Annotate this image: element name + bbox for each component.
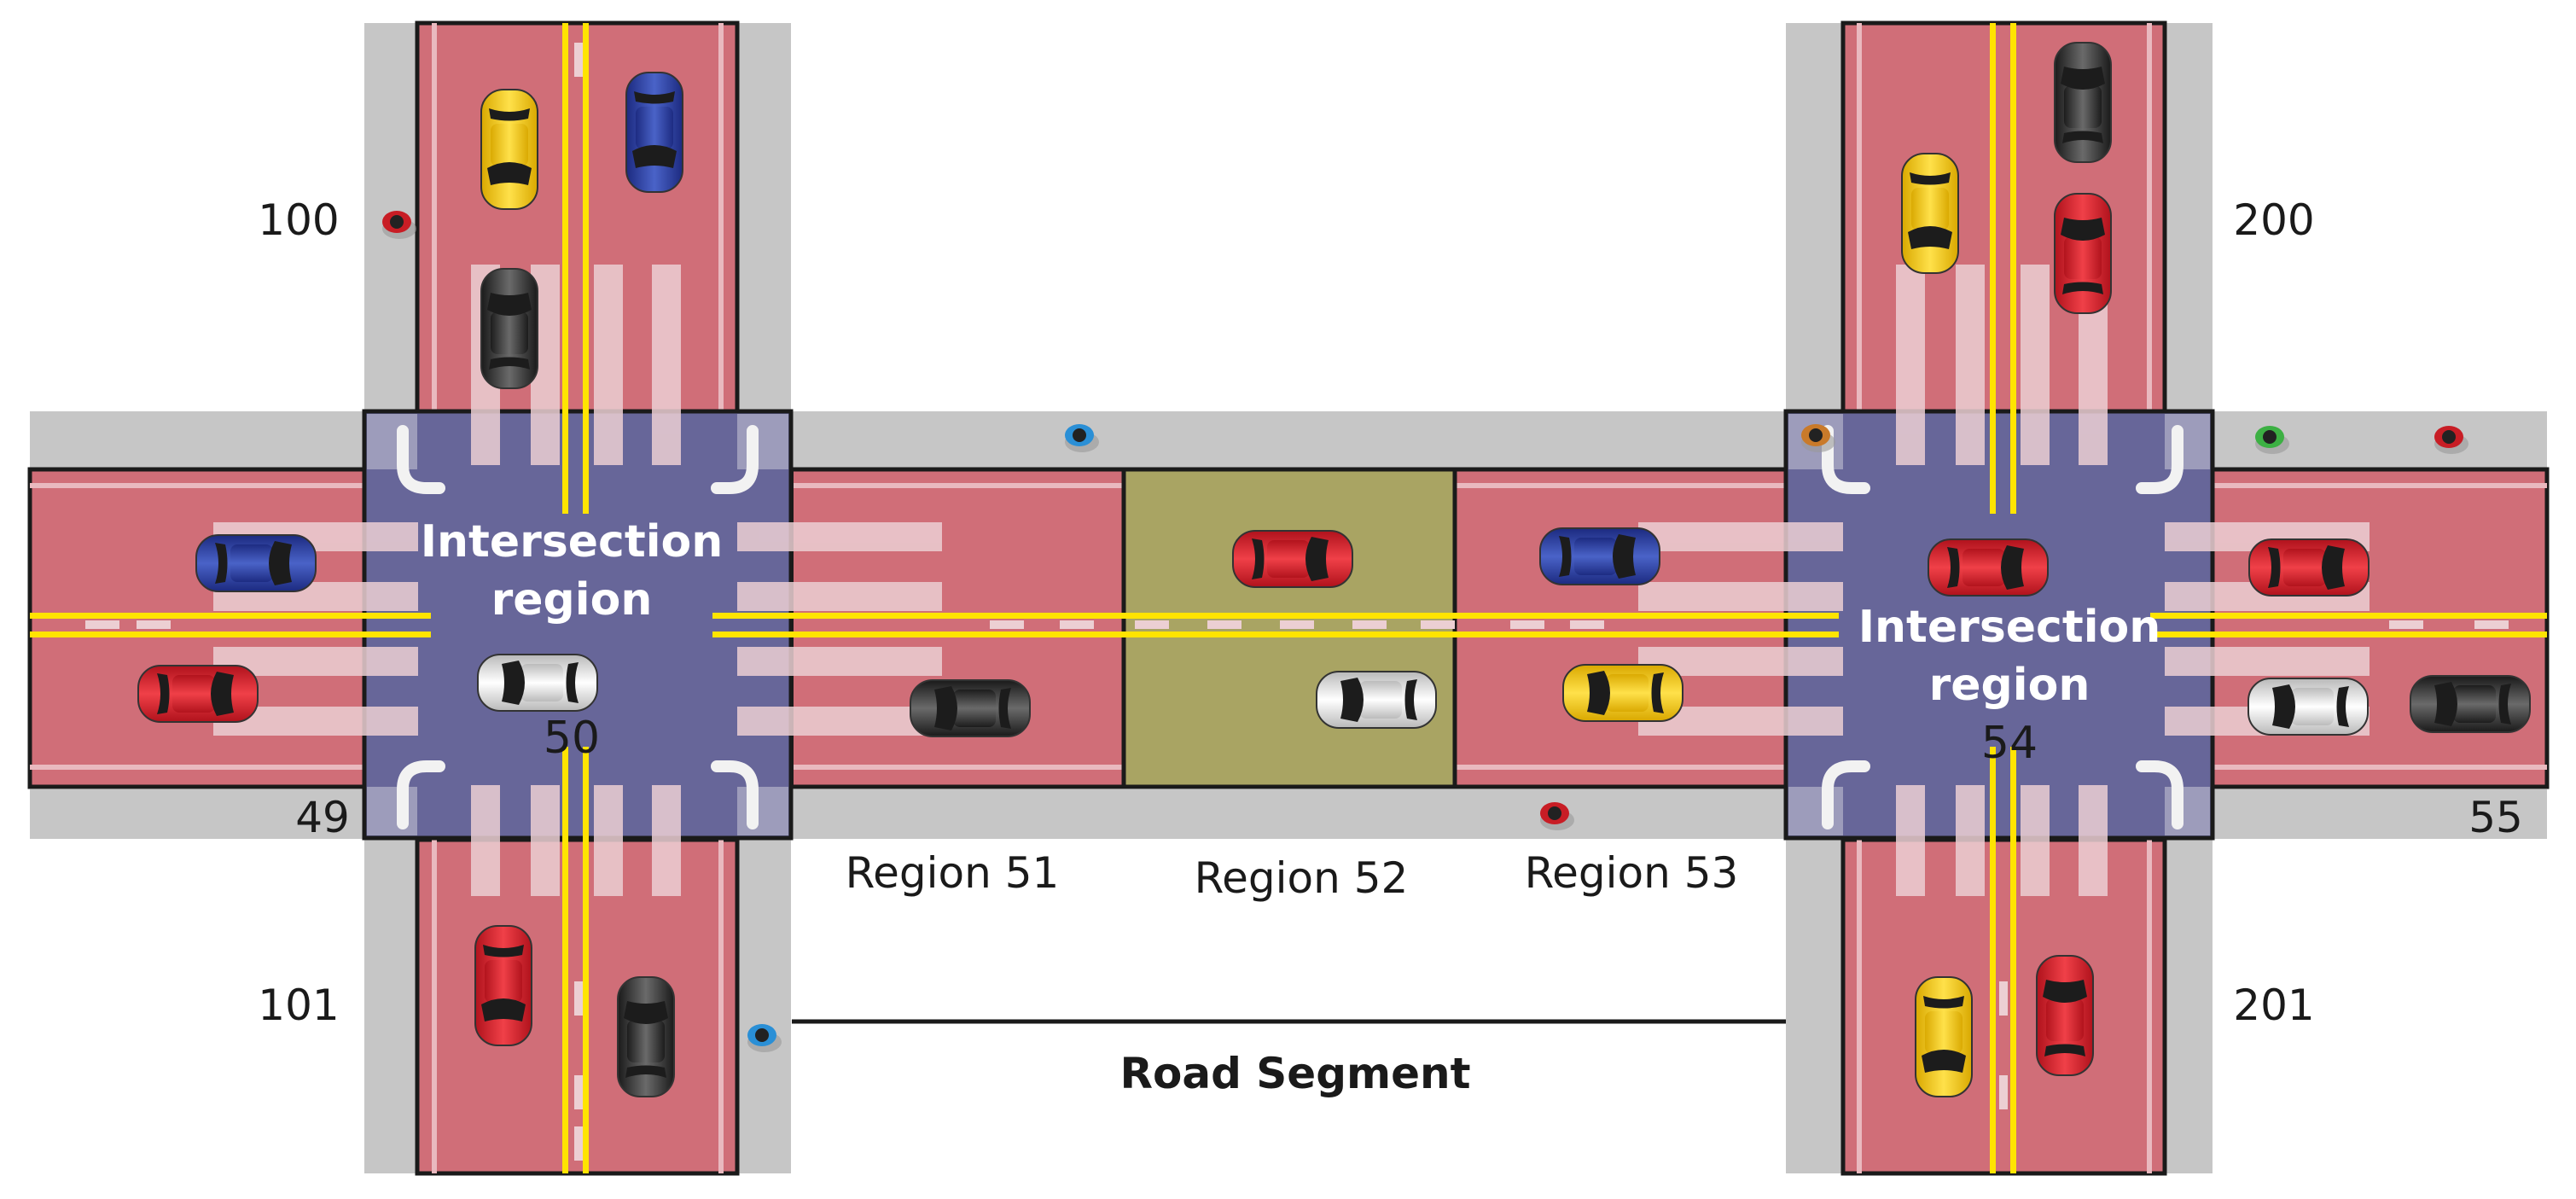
center-lines xyxy=(30,23,2547,1173)
intersection-right-number: 54 xyxy=(1981,718,2038,769)
car-19 xyxy=(2247,678,2369,736)
car-15 xyxy=(2054,42,2112,163)
car-2 xyxy=(625,72,683,193)
node-id-55: 55 xyxy=(2468,793,2523,842)
road-vertical-left-north xyxy=(415,20,740,414)
car-4 xyxy=(195,534,317,592)
intersection-left-label-line1: Intersection xyxy=(421,516,724,567)
car-3 xyxy=(480,268,538,389)
car-1 xyxy=(480,89,538,210)
curb-corners xyxy=(397,425,2183,829)
car-8 xyxy=(617,976,675,1097)
ped-6 xyxy=(1540,802,1574,830)
car-16 xyxy=(2054,193,2112,314)
ped-4 xyxy=(2255,426,2289,454)
car-22 xyxy=(2036,955,2094,1076)
region-53-label: Region 53 xyxy=(1525,848,1739,898)
cars-layer xyxy=(137,42,2531,1097)
car-12 xyxy=(1539,527,1660,585)
ped-3 xyxy=(1801,424,1835,452)
node-id-101: 101 xyxy=(258,981,339,1030)
car-10 xyxy=(1232,530,1353,588)
region-52-label: Region 52 xyxy=(1195,853,1409,903)
ped-1 xyxy=(382,211,416,239)
car-7 xyxy=(474,925,532,1046)
car-9 xyxy=(910,679,1031,737)
lane-dashes xyxy=(85,43,2509,1161)
text-labels: Intersection region 50 Intersection regi… xyxy=(258,195,2523,1098)
car-6 xyxy=(477,654,598,712)
road-segment-label: Road Segment xyxy=(1119,1049,1470,1098)
ped-5 xyxy=(2434,426,2468,454)
car-13 xyxy=(1562,664,1683,722)
car-14 xyxy=(1901,153,1959,274)
car-17 xyxy=(1928,538,2049,597)
car-11 xyxy=(1316,671,1437,729)
ped-2 xyxy=(1065,424,1099,452)
car-18 xyxy=(2248,538,2370,597)
intersection-left-label-line2: region xyxy=(491,574,653,626)
intersection-right-label-line2: region xyxy=(1929,660,2090,711)
node-id-200: 200 xyxy=(2233,195,2314,245)
region-51-label: Region 51 xyxy=(846,848,1060,898)
car-20 xyxy=(2410,675,2531,733)
car-21 xyxy=(1915,976,1973,1097)
pedestrians-layer xyxy=(382,211,2468,1052)
car-5 xyxy=(137,665,259,723)
node-id-100: 100 xyxy=(258,195,339,245)
intersection-right-label-line1: Intersection xyxy=(1858,602,2161,653)
node-id-49: 49 xyxy=(295,793,350,842)
road-vertical-right-north xyxy=(1840,20,2167,414)
ped-7 xyxy=(747,1024,782,1052)
intersection-left-number: 50 xyxy=(544,713,600,764)
node-id-201: 201 xyxy=(2233,981,2314,1030)
